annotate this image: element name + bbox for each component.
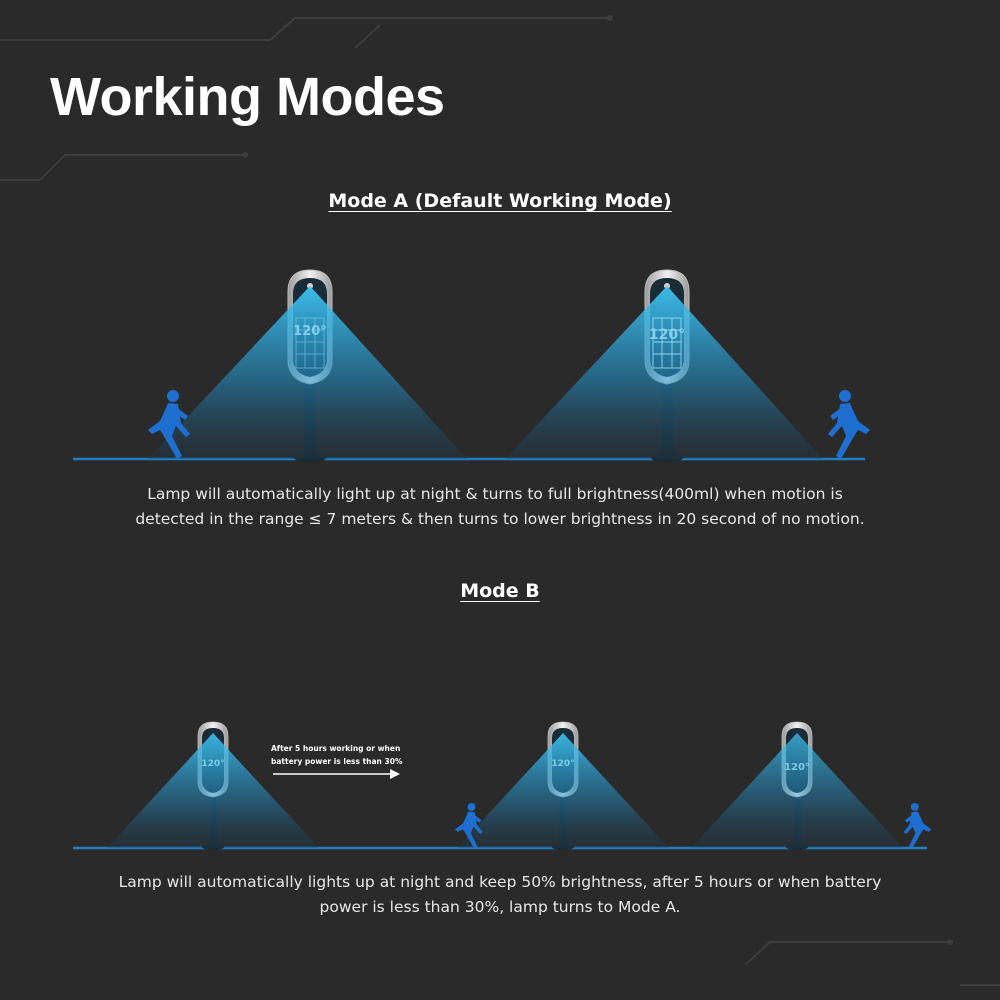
mode-b-description-line-1: Lamp will automatically lights up at nig… [118, 873, 882, 891]
mode-b-lamp-2: 120° [457, 721, 669, 850]
motion-beam [691, 733, 903, 848]
running-person-icon [828, 390, 870, 459]
mode-a-lamp-right: 120° [505, 269, 823, 462]
motion-beam [107, 733, 319, 848]
running-person-icon [455, 803, 483, 849]
mode-b-heading: Mode B [460, 580, 540, 602]
mode-a-lamp-left: 120° [148, 269, 467, 462]
running-person-icon [148, 390, 190, 459]
lamp-angle-label: 120° [649, 327, 685, 343]
lamp-angle-label: 120° [293, 324, 327, 339]
mode-b-lamp-3: 120° [691, 721, 903, 850]
mode-a-heading: Mode A (Default Working Mode) [328, 190, 672, 212]
transition-note-line-1: After 5 hours working or when [271, 744, 400, 753]
lamp-angle-label: 120° [551, 759, 574, 769]
mode-a-description-line-2: detected in the range ≤ 7 meters & then … [135, 510, 865, 528]
motion-beam [148, 286, 467, 459]
mode-a-description-line-1: Lamp will automatically light up at nigh… [147, 485, 843, 503]
motion-beam [457, 733, 669, 848]
lamp-angle-label: 120° [784, 762, 810, 773]
motion-beam [505, 286, 823, 459]
lamp-angle-label: 120° [201, 759, 224, 769]
running-person-icon [903, 803, 932, 849]
page-title: Working Modes [50, 67, 445, 127]
mode-a-description: Lamp will automatically light up at nigh… [60, 482, 940, 532]
transition-note-line-2: battery power is less than 30% [271, 757, 403, 766]
arrow-right-icon [273, 769, 400, 779]
mode-b-lamp-1: 120° [107, 721, 319, 850]
mode-b-description-line-2: power is less than 30%, lamp turns to Mo… [319, 898, 681, 916]
mode-b-description: Lamp will automatically lights up at nig… [60, 870, 940, 920]
